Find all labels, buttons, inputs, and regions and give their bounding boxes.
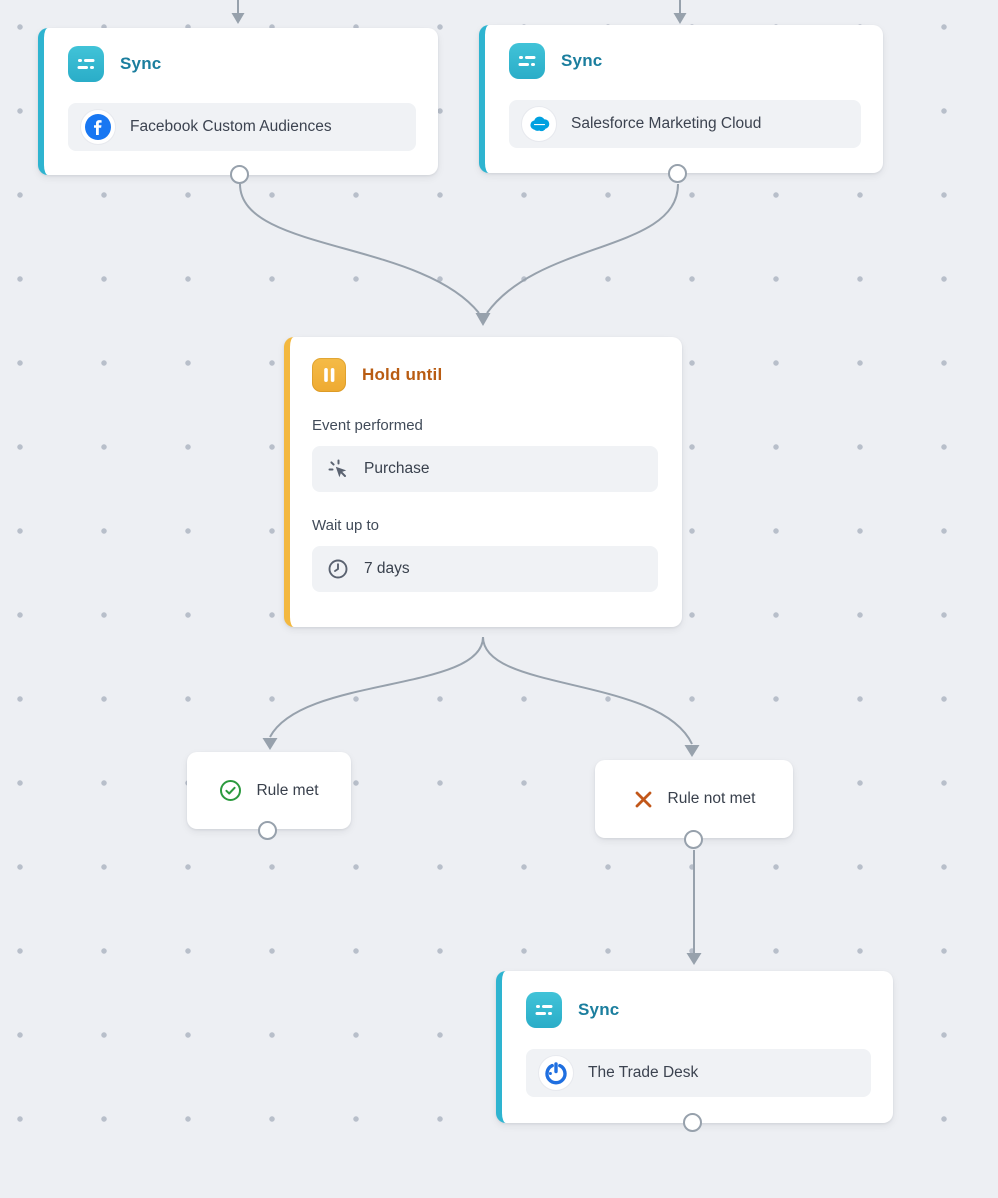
clock-icon bbox=[326, 557, 350, 581]
sync-node-facebook[interactable]: Sync Facebook Custom Audiences bbox=[38, 28, 438, 175]
salesforce-logo-icon bbox=[521, 106, 557, 142]
edge-salesforce-to-hold bbox=[486, 183, 679, 314]
check-circle-icon bbox=[219, 779, 242, 802]
port-sync-facebook-out[interactable] bbox=[230, 165, 249, 184]
sync-icon bbox=[509, 43, 545, 79]
node-title: Sync bbox=[561, 51, 603, 70]
rule-not-met-label: Rule not met bbox=[667, 790, 756, 807]
arrowhead bbox=[686, 953, 702, 965]
cursor-click-icon bbox=[326, 457, 350, 481]
edge-facebook-to-hold bbox=[239, 183, 480, 314]
tradedesk-logo-icon bbox=[538, 1055, 574, 1091]
arrowhead bbox=[231, 13, 245, 24]
arrowhead bbox=[673, 13, 687, 24]
destination-chip-facebook[interactable]: Facebook Custom Audiences bbox=[68, 103, 416, 151]
wait-value-chip[interactable]: 7 days bbox=[312, 546, 658, 592]
sync-icon bbox=[68, 46, 104, 82]
destination-chip-tradedesk[interactable]: The Trade Desk bbox=[526, 1049, 871, 1097]
arrowhead bbox=[262, 738, 278, 750]
destination-name: Salesforce Marketing Cloud bbox=[571, 115, 762, 132]
sync-node-tradedesk[interactable]: Sync The Trade Desk bbox=[496, 971, 893, 1123]
destination-name: The Trade Desk bbox=[588, 1064, 699, 1081]
port-sync-salesforce-out[interactable] bbox=[668, 164, 687, 183]
facebook-logo-icon bbox=[80, 109, 116, 145]
edge-hold-to-rule-met bbox=[269, 636, 484, 738]
rule-not-met-node[interactable]: Rule not met bbox=[595, 760, 793, 838]
port-rule-not-met-out[interactable] bbox=[684, 830, 703, 849]
node-title: Sync bbox=[578, 1000, 620, 1019]
port-sync-tradedesk-out[interactable] bbox=[683, 1113, 702, 1132]
sync-node-salesforce[interactable]: Sync Salesforce Marketing Cloud bbox=[479, 25, 883, 173]
arrowhead bbox=[475, 313, 491, 326]
destination-name: Facebook Custom Audiences bbox=[130, 118, 332, 135]
wait-up-to-label: Wait up to bbox=[312, 517, 379, 534]
node-header: Hold until bbox=[312, 358, 658, 392]
x-icon bbox=[633, 789, 654, 810]
event-value: Purchase bbox=[364, 460, 430, 477]
rule-met-label: Rule met bbox=[256, 781, 319, 799]
event-value-chip[interactable]: Purchase bbox=[312, 446, 658, 492]
event-performed-label: Event performed bbox=[312, 417, 423, 434]
arrowhead bbox=[684, 745, 700, 757]
port-rule-met-out[interactable] bbox=[258, 821, 277, 840]
edge-hold-to-rule-not-met bbox=[482, 636, 693, 745]
node-header: Sync bbox=[68, 46, 416, 82]
node-title: Hold until bbox=[362, 365, 443, 384]
rule-met-node[interactable]: Rule met bbox=[187, 752, 351, 829]
hold-until-node[interactable]: Hold until Event performed Purchase Wait… bbox=[284, 337, 682, 627]
node-title: Sync bbox=[120, 54, 162, 73]
destination-chip-salesforce[interactable]: Salesforce Marketing Cloud bbox=[509, 100, 861, 148]
node-header: Sync bbox=[509, 43, 861, 79]
node-header: Sync bbox=[526, 992, 871, 1028]
sync-icon bbox=[526, 992, 562, 1028]
wait-value: 7 days bbox=[364, 560, 410, 577]
pause-icon bbox=[312, 358, 346, 392]
